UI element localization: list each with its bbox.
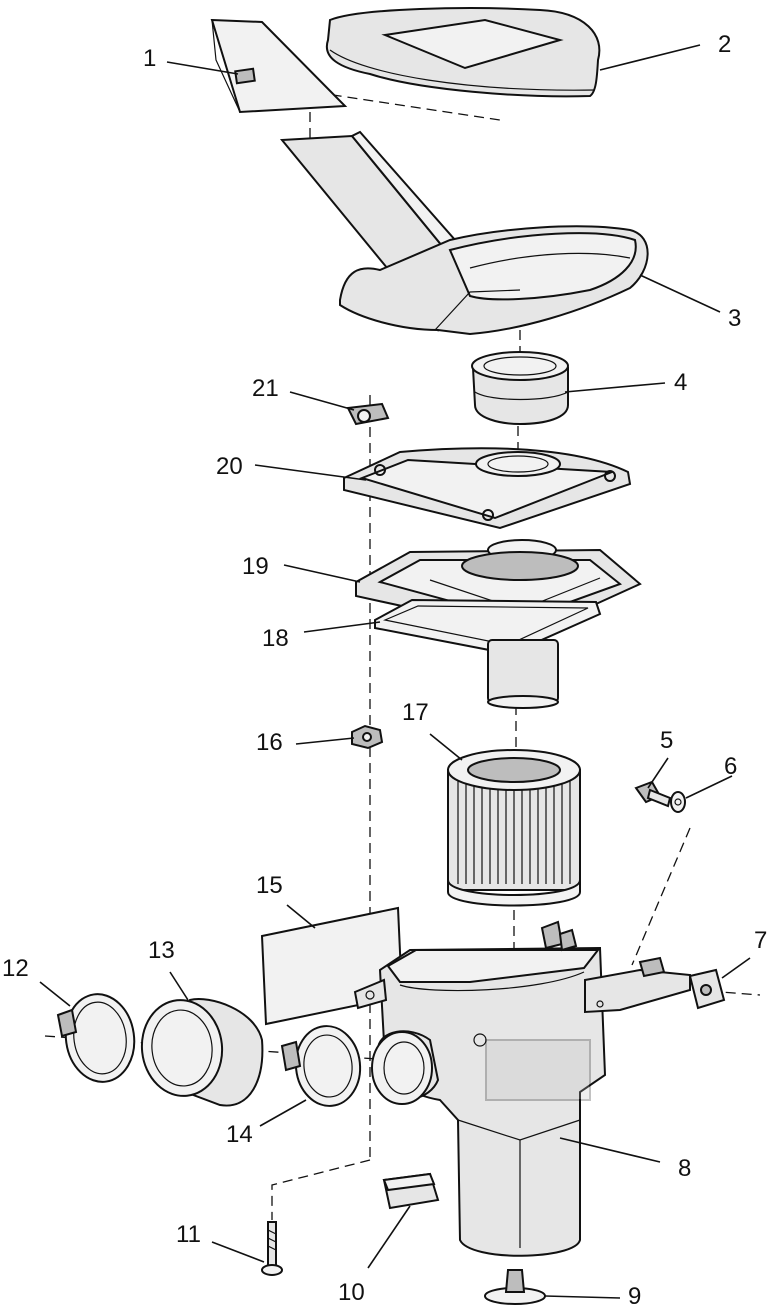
callout-1: 1 — [143, 45, 156, 72]
callout-18: 18 — [262, 625, 289, 652]
callout-9: 9 — [628, 1283, 641, 1306]
part-10-foam-pad — [382, 1172, 440, 1210]
part-21-clip — [346, 402, 390, 426]
part-17-air-filter — [447, 749, 581, 907]
part-13-sleeve — [140, 998, 264, 1107]
part-5-bolt — [634, 780, 672, 808]
part-18-gasket — [374, 598, 602, 709]
callout-5: 5 — [660, 727, 673, 754]
part-16-nut — [351, 724, 384, 750]
callout-19: 19 — [242, 553, 269, 580]
part-7-clip-nut — [688, 968, 726, 1010]
part-1-duct-tab — [210, 18, 348, 114]
part-6-washer — [670, 791, 686, 813]
part-20-top-plate — [343, 447, 632, 530]
callout-4: 4 — [674, 369, 687, 396]
part-15-decal — [260, 906, 404, 1026]
callout-15: 15 — [256, 872, 283, 899]
callout-6: 6 — [724, 753, 737, 780]
callout-14: 14 — [226, 1121, 253, 1148]
callout-11: 11 — [176, 1221, 201, 1248]
callout-13: 13 — [148, 937, 175, 964]
callout-2: 2 — [718, 31, 731, 58]
callout-12: 12 — [2, 955, 29, 982]
callout-20: 20 — [216, 453, 243, 480]
part-3-intake-duct — [279, 130, 649, 336]
callout-21: 21 — [252, 375, 279, 402]
callout-labels: 1 2 3 4 5 6 7 8 9 10 11 12 13 14 15 16 1… — [2, 31, 767, 1306]
callout-17: 17 — [402, 699, 429, 726]
callout-10: 10 — [338, 1279, 365, 1306]
part-4-rubber-boot — [471, 351, 569, 426]
callout-16: 16 — [256, 729, 283, 756]
part-9-drain-valve — [484, 1269, 546, 1305]
leader-lines — [39, 44, 751, 1299]
callout-3: 3 — [728, 305, 741, 332]
part-11-screw — [261, 1221, 283, 1276]
callout-8: 8 — [678, 1155, 691, 1182]
part-12-clamp — [56, 993, 136, 1083]
part-2-foam-block — [325, 7, 601, 98]
part-14-clamp — [280, 1025, 362, 1107]
part-8-airbox-body — [353, 920, 691, 1257]
filter-pleats — [457, 778, 571, 884]
callout-7: 7 — [754, 927, 767, 954]
